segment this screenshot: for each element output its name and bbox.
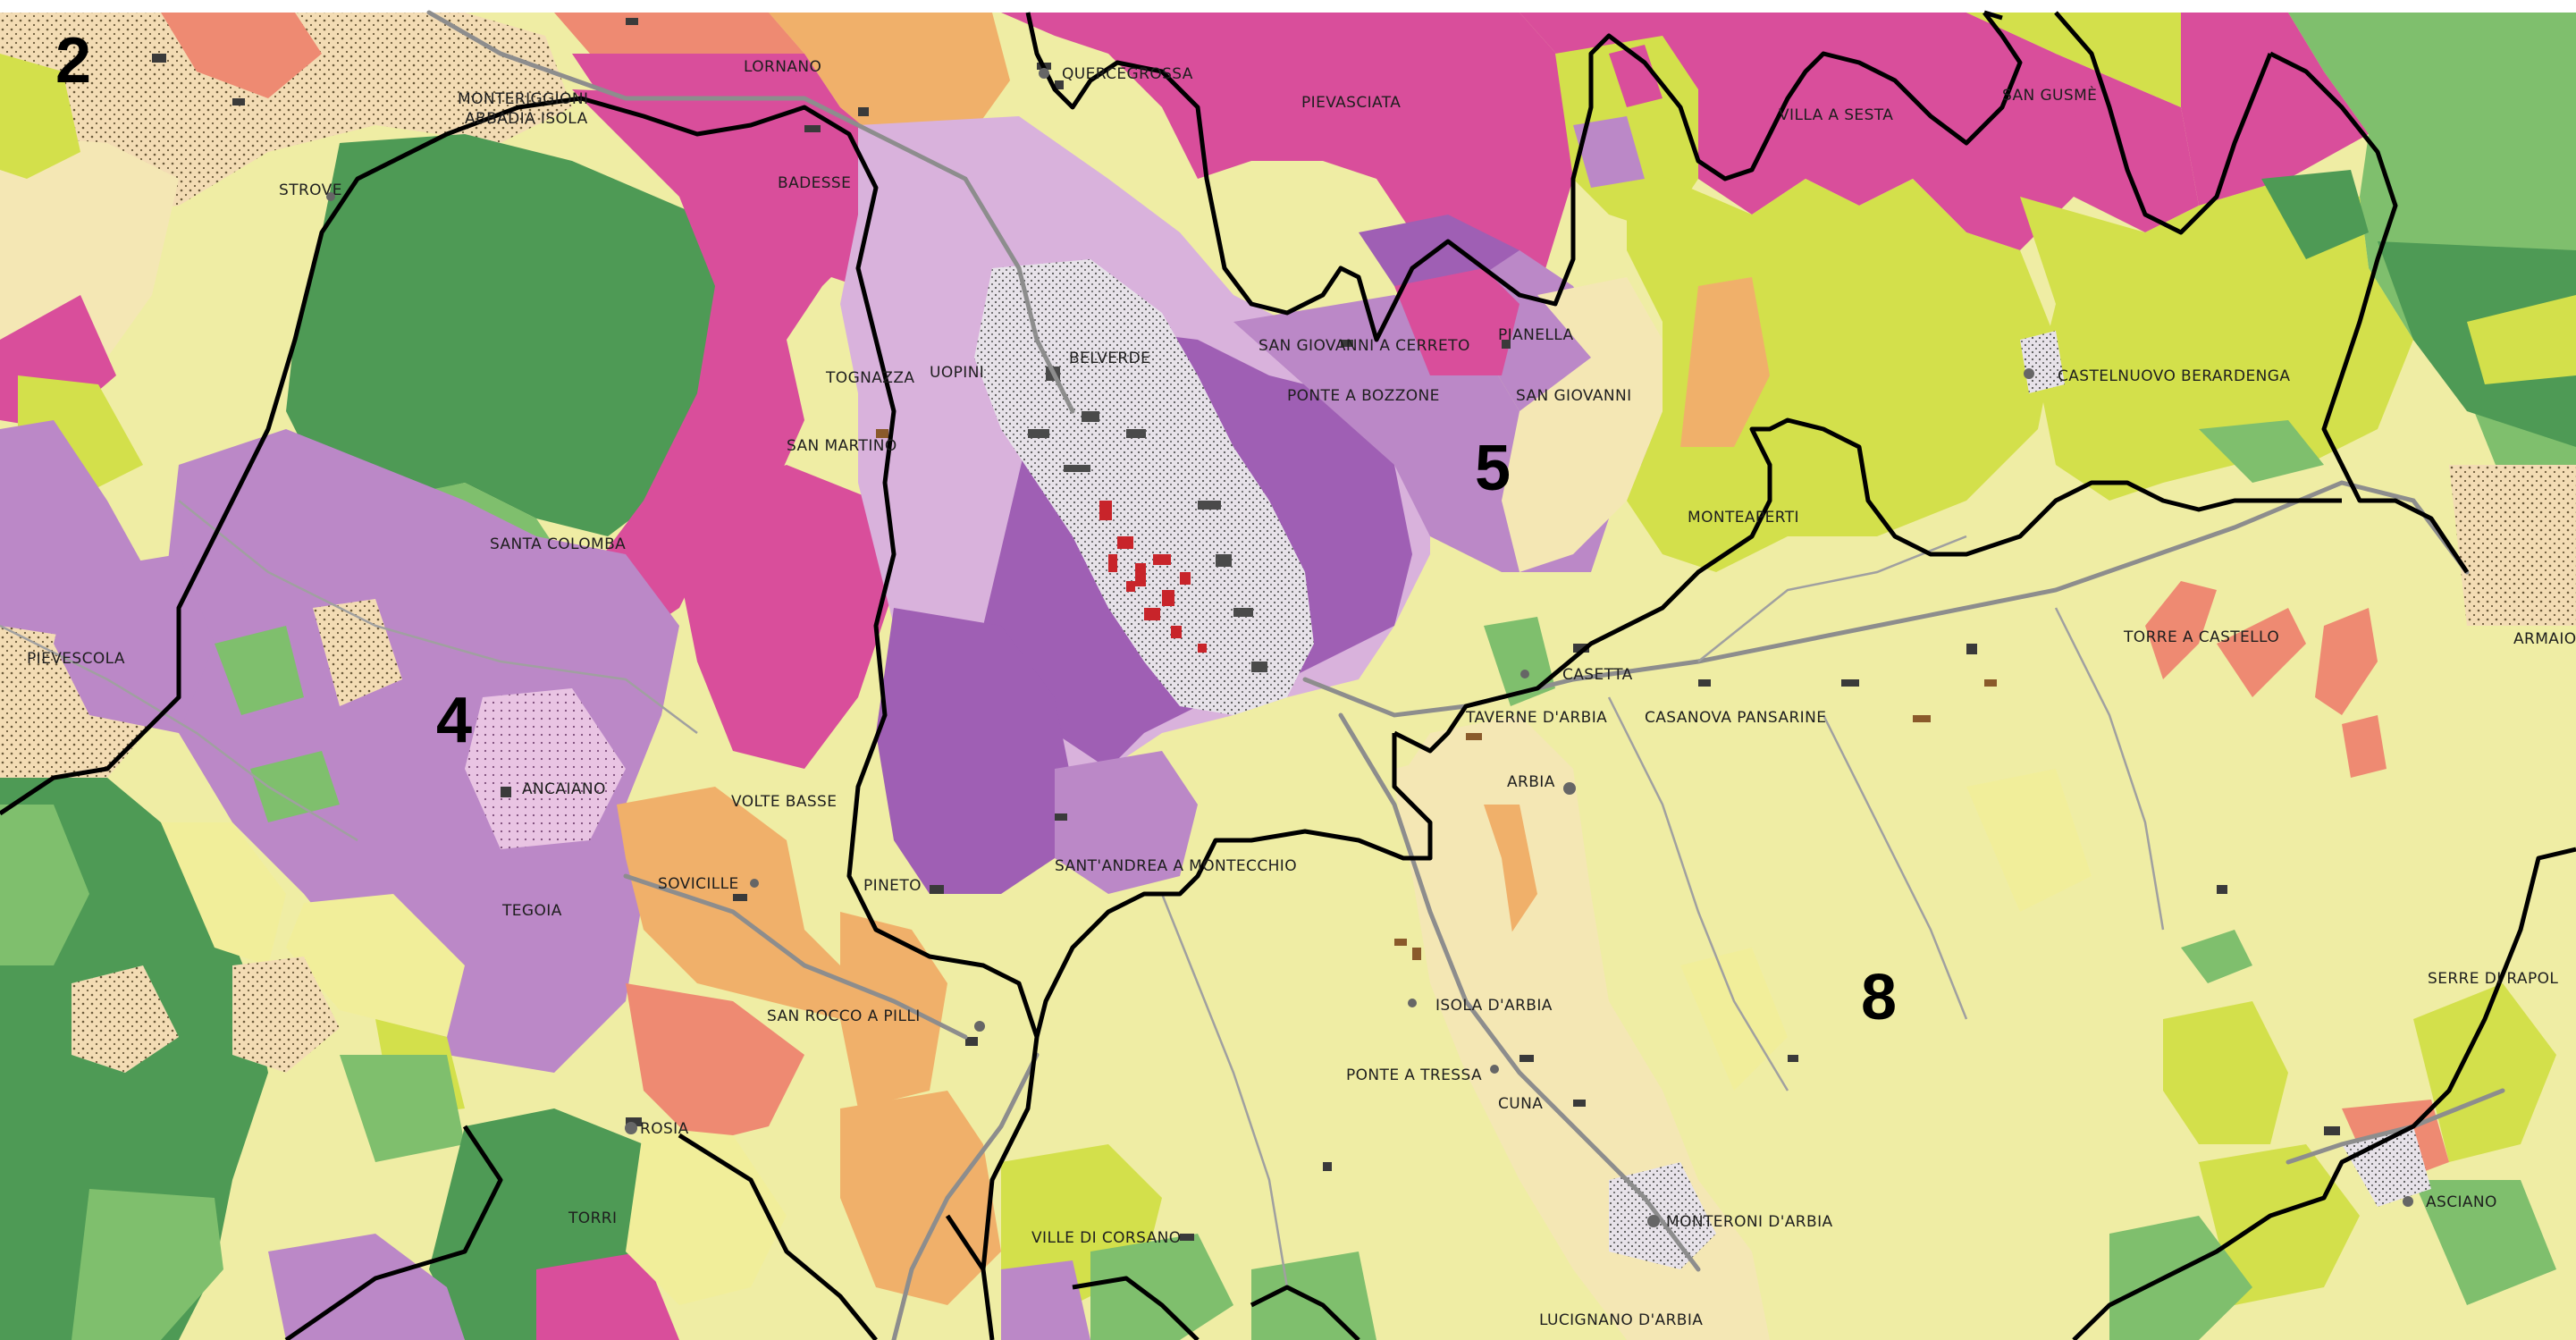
place-label-belverde: BELVERDE xyxy=(1069,350,1150,367)
settlement-marks xyxy=(152,18,2340,1241)
place-label-uopini: UOPINI xyxy=(930,364,984,382)
zone-numbers: 2 4 5 8 xyxy=(55,25,1897,1033)
place-label-abbadia-isola: ABBADIA ISOLA xyxy=(465,110,588,128)
place-label-badesse: BADESSE xyxy=(778,174,851,192)
place-label-asciano: ASCIANO xyxy=(2426,1193,2497,1211)
place-markers xyxy=(326,68,2413,1227)
place-label-villa-a-sesta: VILLA A SESTA xyxy=(1779,106,1893,124)
place-label-monteaperti: MONTEAPERTI xyxy=(1688,509,1799,527)
place-label-ponte-a-bozzone: PONTE A BOZZONE xyxy=(1287,387,1440,405)
place-label-sovicille: SOVICILLE xyxy=(658,875,739,893)
place-label-lornano: LORNANO xyxy=(744,58,821,76)
place-label-casetta: CASETTA xyxy=(1562,666,1633,684)
urban-core-siena xyxy=(1099,501,1207,653)
place-label-isola-d-arbia: ISOLA D'ARBIA xyxy=(1435,997,1553,1015)
place-label-lucignano-d-arbia: LUCIGNANO D'ARBIA xyxy=(1539,1311,1703,1329)
place-label-rosia: ROSIA xyxy=(640,1120,689,1138)
land-use-patches xyxy=(0,13,2576,1340)
place-label-volte-basse: VOLTE BASSE xyxy=(731,793,837,811)
place-label-taverne-d-arbia: TAVERNE D'ARBIA xyxy=(1465,709,1607,727)
zone-number-5: 5 xyxy=(1475,433,1511,504)
road-network xyxy=(426,10,2505,1340)
place-label-serre-di-rapolano: SERRE DI RAPOL xyxy=(2428,970,2558,988)
place-label-torre-a-castello: TORRE A CASTELLO xyxy=(2123,628,2279,646)
place-label-armaiolo: ARMAIO xyxy=(2513,630,2576,648)
zone-number-2: 2 xyxy=(55,25,91,97)
place-label-ville-di-corsano: VILLE DI CORSANO xyxy=(1031,1229,1182,1247)
place-label-san-rocco-a-pilli: SAN ROCCO A PILLI xyxy=(767,1007,921,1025)
place-label-quercegrossa: QUERCEGROSSA xyxy=(1062,65,1193,83)
place-label-pievasciata: PIEVASCIATA xyxy=(1301,94,1401,112)
place-label-santa-colomba: SANTA COLOMBA xyxy=(490,535,626,553)
place-label-monteroni-d-arbia: MONTERONI D'ARBIA xyxy=(1666,1213,1833,1231)
zone-number-8: 8 xyxy=(1861,962,1897,1033)
zone-number-4: 4 xyxy=(436,685,472,756)
place-label-san-martino: SAN MARTINO xyxy=(787,437,897,455)
place-label-torri: TORRI xyxy=(568,1209,617,1227)
place-label-arbia: ARBIA xyxy=(1507,773,1555,791)
place-label-san-giovanni-a-cerreto: SAN GIOVANNI A CERRETO xyxy=(1259,337,1470,355)
place-labels: LORNANO QUERCEGROSSA PIEVASCIATA VILLA A… xyxy=(27,58,2576,1329)
place-label-ponte-a-tressa: PONTE A TRESSA xyxy=(1346,1066,1482,1084)
zone-boundaries xyxy=(0,10,2576,1340)
place-label-pineto: PINETO xyxy=(863,877,922,895)
place-label-monteriggioni: MONTERIGGIONI xyxy=(458,90,588,108)
place-label-ancaiano: ANCAIANO xyxy=(522,780,606,798)
place-label-san-gusme: SAN GUSMÈ xyxy=(2002,85,2097,105)
place-label-tognazza: TOGNAZZA xyxy=(825,369,914,387)
place-label-sant-andrea-a-montecchio: SANT'ANDREA A MONTECCHIO xyxy=(1055,857,1297,875)
place-label-cuna: CUNA xyxy=(1498,1095,1543,1113)
place-label-tegoia: TEGOIA xyxy=(501,902,562,920)
place-label-san-giovanni: SAN GIOVANNI xyxy=(1516,387,1632,405)
place-label-pievescola: PIEVESCOLA xyxy=(27,650,125,668)
place-label-castelnuovo-berardenga: CASTELNUOVO BERARDENGA xyxy=(2058,367,2290,385)
place-label-strove: STROVE xyxy=(279,181,342,199)
place-label-pianella: PIANELLA xyxy=(1498,326,1574,344)
place-label-casanova-pansarine: CASANOVA PANSARINE xyxy=(1645,709,1826,727)
